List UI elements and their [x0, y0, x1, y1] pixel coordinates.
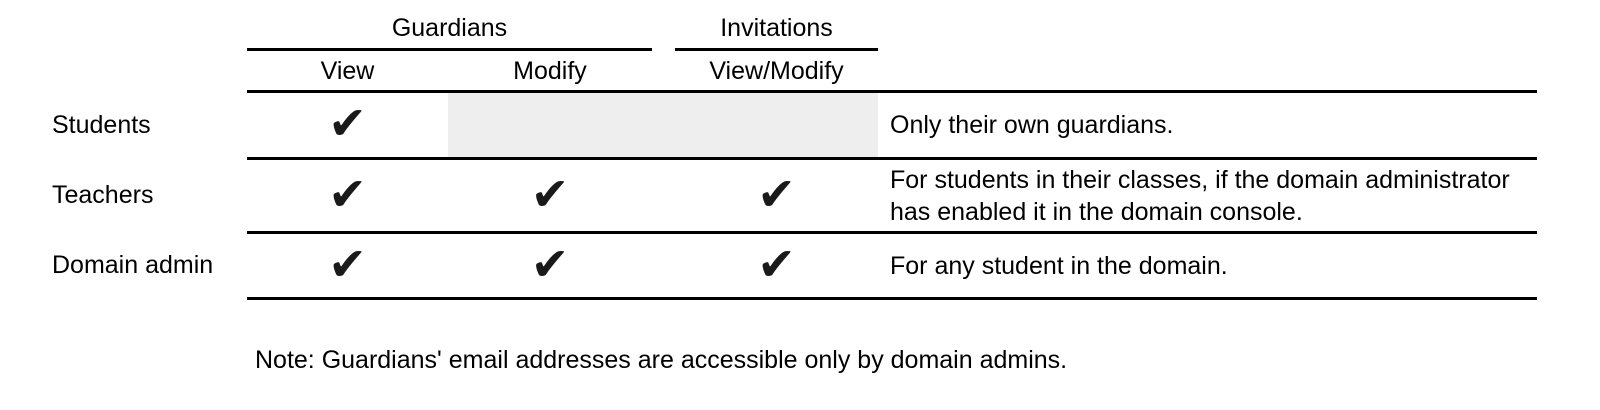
- check-icon: ✔: [328, 236, 367, 291]
- column-header-modify: Modify: [513, 56, 587, 85]
- check-icon: ✔: [757, 236, 796, 291]
- row-label-students: Students: [52, 110, 151, 139]
- row-separator-rule: [247, 231, 1537, 234]
- table-row-teachers: Teachers ✔ ✔ ✔ For students in their cla…: [0, 160, 1600, 231]
- table-row-students: Students ✔ Only their own guardians.: [0, 93, 1600, 157]
- header-bottom-rule: [247, 90, 1537, 93]
- guardians-group-underline: [247, 48, 652, 51]
- check-icon: ✔: [530, 236, 570, 291]
- column-header-view: View: [320, 56, 375, 85]
- column-group-label-guardians: Guardians: [391, 13, 508, 42]
- invitations-group-underline: [675, 48, 878, 51]
- row-description-students: Only their own guardians.: [890, 111, 1174, 139]
- table-row-domain-admin: Domain admin ✔ ✔ ✔ For any student in th…: [0, 234, 1600, 297]
- row-description-domain-admin: For any student in the domain.: [890, 251, 1228, 280]
- row-description-teachers: For students in their classes, if the do…: [890, 165, 1510, 226]
- footnote: Note: Guardians' email addresses are acc…: [255, 346, 1068, 374]
- students-unavailable-cell: [448, 93, 878, 157]
- table-bottom-rule: [247, 297, 1537, 300]
- column-group-label-invitations: Invitations: [720, 13, 833, 42]
- check-icon: ✔: [530, 166, 570, 221]
- check-icon: ✔: [328, 96, 367, 150]
- row-label-teachers: Teachers: [52, 181, 154, 209]
- row-label-domain-admin: Domain admin: [52, 251, 214, 279]
- check-icon: ✔: [757, 166, 796, 221]
- row-separator-rule: [247, 157, 1537, 160]
- column-header-view-modify: View/Modify: [709, 56, 844, 85]
- check-icon: ✔: [328, 166, 367, 221]
